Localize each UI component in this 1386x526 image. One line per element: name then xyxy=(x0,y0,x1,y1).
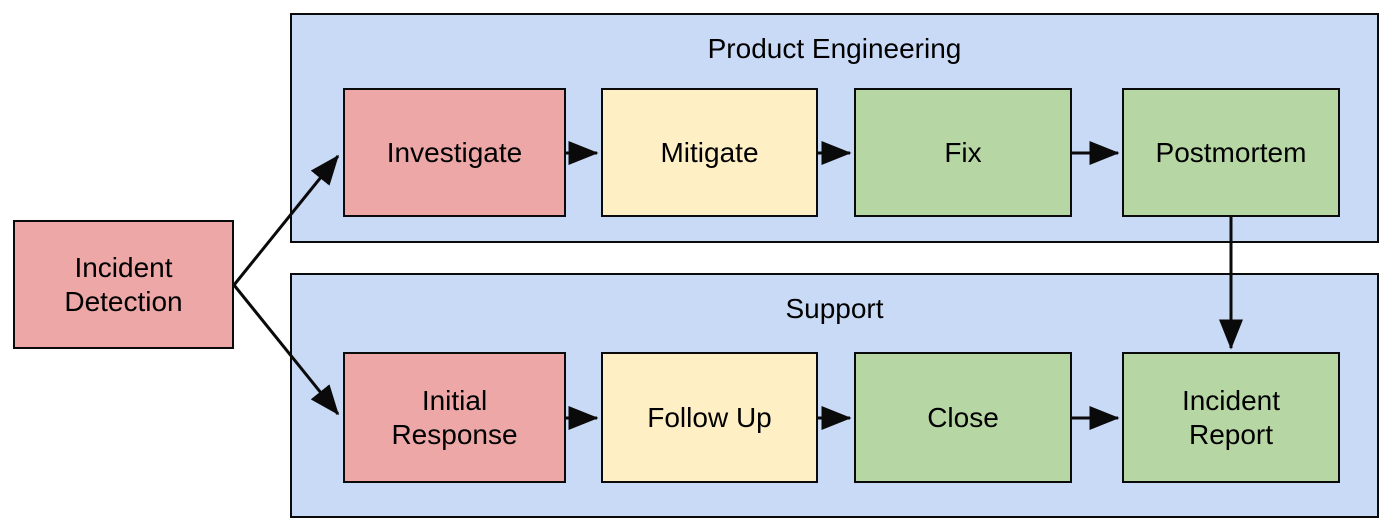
node-close[interactable]: Close xyxy=(854,352,1072,483)
lane-title-product-engineering: Product Engineering xyxy=(707,33,962,64)
node-fix[interactable]: Fix xyxy=(854,88,1072,217)
node-investigate[interactable]: Investigate xyxy=(343,88,566,217)
lane-title-support: Support xyxy=(785,293,884,324)
node-postmortem[interactable]: Postmortem xyxy=(1122,88,1340,217)
node-incident-detection[interactable]: Incident Detection xyxy=(13,220,234,349)
node-incident-report[interactable]: Incident Report xyxy=(1122,352,1340,483)
node-initial-response[interactable]: Initial Response xyxy=(343,352,566,483)
node-mitigate[interactable]: Mitigate xyxy=(601,88,818,217)
node-follow-up[interactable]: Follow Up xyxy=(601,352,818,483)
